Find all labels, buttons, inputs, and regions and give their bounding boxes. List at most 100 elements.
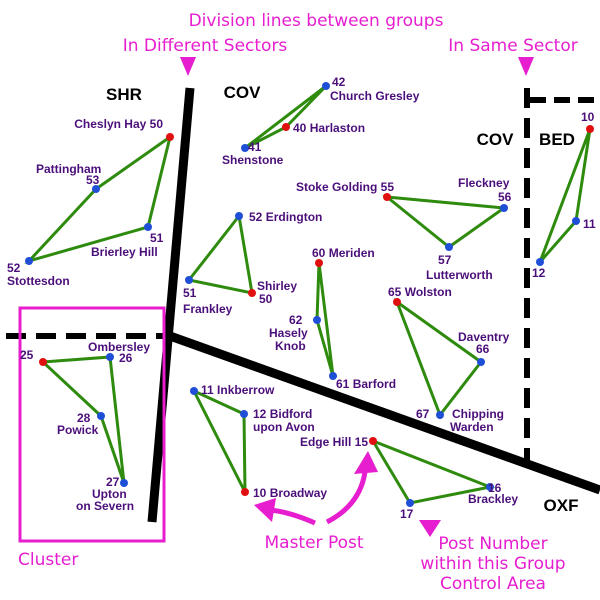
same-sector-label: In Same Sector bbox=[448, 36, 577, 56]
label-67-name1: Chipping bbox=[452, 407, 504, 421]
group-edges-edgehill bbox=[369, 437, 496, 505]
group-edges-harlaston bbox=[244, 84, 328, 150]
node-10-broadway bbox=[241, 488, 249, 496]
post-number-arrow bbox=[419, 520, 441, 537]
label-50-shirley-num: 50 bbox=[259, 292, 273, 306]
cluster-label: Cluster bbox=[18, 550, 78, 570]
label-56-name: Fleckney bbox=[458, 176, 510, 190]
node-65 bbox=[393, 298, 401, 306]
group-edges-stoke bbox=[382, 195, 509, 249]
node-41 bbox=[241, 144, 249, 152]
label-57-num: 57 bbox=[438, 253, 452, 267]
label-55: Stoke Golding 55 bbox=[296, 180, 394, 194]
nodes bbox=[25, 82, 594, 507]
master-post-arrow-right-head bbox=[354, 451, 378, 474]
same-sector-arrow bbox=[518, 57, 534, 76]
label-16-name: Brackley bbox=[468, 492, 518, 506]
label-26-name: Ombersley bbox=[88, 340, 150, 354]
group-edges-cheslyn bbox=[24, 133, 173, 264]
label-51-frankley-num: 51 bbox=[183, 286, 197, 300]
division-line-shr-cov bbox=[147, 87, 195, 523]
group-edges-wolston bbox=[393, 297, 484, 419]
label-12-bidford-2: upon Avon bbox=[253, 420, 315, 434]
post-number-line3: Control Area bbox=[440, 574, 546, 594]
node-56 bbox=[500, 204, 508, 212]
label-17: 17 bbox=[400, 507, 414, 521]
group-edges-shirley bbox=[186, 212, 254, 295]
master-post-arrow-right-shaft bbox=[325, 471, 368, 525]
label-27-name2: on Severn bbox=[76, 499, 134, 513]
label-28-name: Powick bbox=[57, 423, 99, 437]
label-41-num: 41 bbox=[248, 140, 262, 154]
node-53 bbox=[92, 185, 100, 193]
label-61: 61 Barford bbox=[336, 377, 396, 391]
label-10-broadway: 10 Broadway bbox=[253, 486, 327, 500]
node-52-stottesdon bbox=[25, 257, 33, 265]
sector-cov-right: COV bbox=[477, 130, 515, 149]
node-57 bbox=[445, 243, 453, 251]
label-57-name: Lutterworth bbox=[426, 268, 493, 282]
group-edges-broadway bbox=[190, 387, 247, 493]
label-52-stottesdon-num: 52 bbox=[7, 261, 21, 275]
node-11-inkberrow bbox=[190, 387, 198, 395]
label-12-bidford-1: 12 Bidford bbox=[253, 407, 312, 421]
node-26 bbox=[106, 353, 114, 361]
label-67-name2: Warden bbox=[450, 420, 494, 434]
node-27 bbox=[120, 479, 128, 487]
node-61 bbox=[329, 372, 337, 380]
node-15 bbox=[369, 437, 377, 445]
label-10-bed: 10 bbox=[581, 110, 595, 124]
node-60 bbox=[315, 259, 323, 267]
label-51-brierley-num: 51 bbox=[150, 231, 164, 245]
label-62-name2: Knob bbox=[275, 339, 306, 353]
label-53-num: 53 bbox=[86, 173, 100, 187]
label-50-cheslyn: Cheslyn Hay 50 bbox=[74, 117, 163, 131]
label-67-num: 67 bbox=[416, 407, 430, 421]
label-42-num: 42 bbox=[332, 75, 346, 89]
label-53-name: Pattingham bbox=[36, 162, 101, 176]
label-42-name: Church Gresley bbox=[330, 89, 420, 103]
node-12-bidford bbox=[240, 410, 248, 418]
label-56-num: 56 bbox=[498, 190, 512, 204]
label-12-bed: 12 bbox=[532, 266, 546, 280]
sector-cov-left: COV bbox=[224, 83, 262, 102]
label-11-bed: 11 bbox=[583, 217, 596, 231]
label-66-num: 66 bbox=[476, 342, 490, 356]
node-16 bbox=[486, 483, 494, 491]
label-60: 60 Meriden bbox=[312, 246, 375, 260]
node-51-brierley bbox=[144, 223, 152, 231]
label-27-name1: Upton bbox=[92, 487, 127, 501]
node-66 bbox=[477, 358, 485, 366]
different-sectors-label: In Different Sectors bbox=[123, 36, 288, 56]
label-11-inkberrow: 11 Inkberrow bbox=[201, 383, 275, 397]
node-62 bbox=[313, 316, 321, 324]
node-labels: 42 Church Gresley 40 Harlaston 41 Shenst… bbox=[7, 75, 596, 521]
label-62-name1: Hasely bbox=[269, 326, 308, 340]
node-67 bbox=[436, 411, 444, 419]
node-51-frankley bbox=[185, 276, 193, 284]
label-66-name: Daventry bbox=[458, 330, 510, 344]
division-line-oxf bbox=[168, 331, 600, 495]
node-50-shirley bbox=[248, 289, 256, 297]
label-50-shirley-name: Shirley bbox=[257, 279, 297, 293]
label-25: 25 bbox=[20, 348, 34, 362]
label-51-brierley-name: Brierley Hill bbox=[91, 245, 158, 259]
label-28-num: 28 bbox=[77, 411, 91, 425]
label-16-num: 16 bbox=[488, 481, 502, 495]
label-27-num: 27 bbox=[106, 475, 120, 489]
division-title: Division lines between groups bbox=[189, 11, 444, 31]
group-edges-bed bbox=[538, 128, 592, 263]
node-12-bed bbox=[536, 258, 544, 266]
post-number-line1: Post Number bbox=[438, 534, 547, 554]
node-11-bed bbox=[572, 217, 580, 225]
sector-oxf: OXF bbox=[544, 496, 579, 515]
node-17 bbox=[406, 499, 414, 507]
label-40: 40 Harlaston bbox=[293, 121, 365, 135]
label-52-erdington: 52 Erdington bbox=[249, 210, 322, 224]
node-28 bbox=[97, 412, 105, 420]
label-51-frankley-name: Frankley bbox=[183, 302, 233, 316]
node-50-cheslyn bbox=[166, 133, 174, 141]
node-42 bbox=[322, 82, 330, 90]
cluster-box bbox=[18, 306, 166, 543]
